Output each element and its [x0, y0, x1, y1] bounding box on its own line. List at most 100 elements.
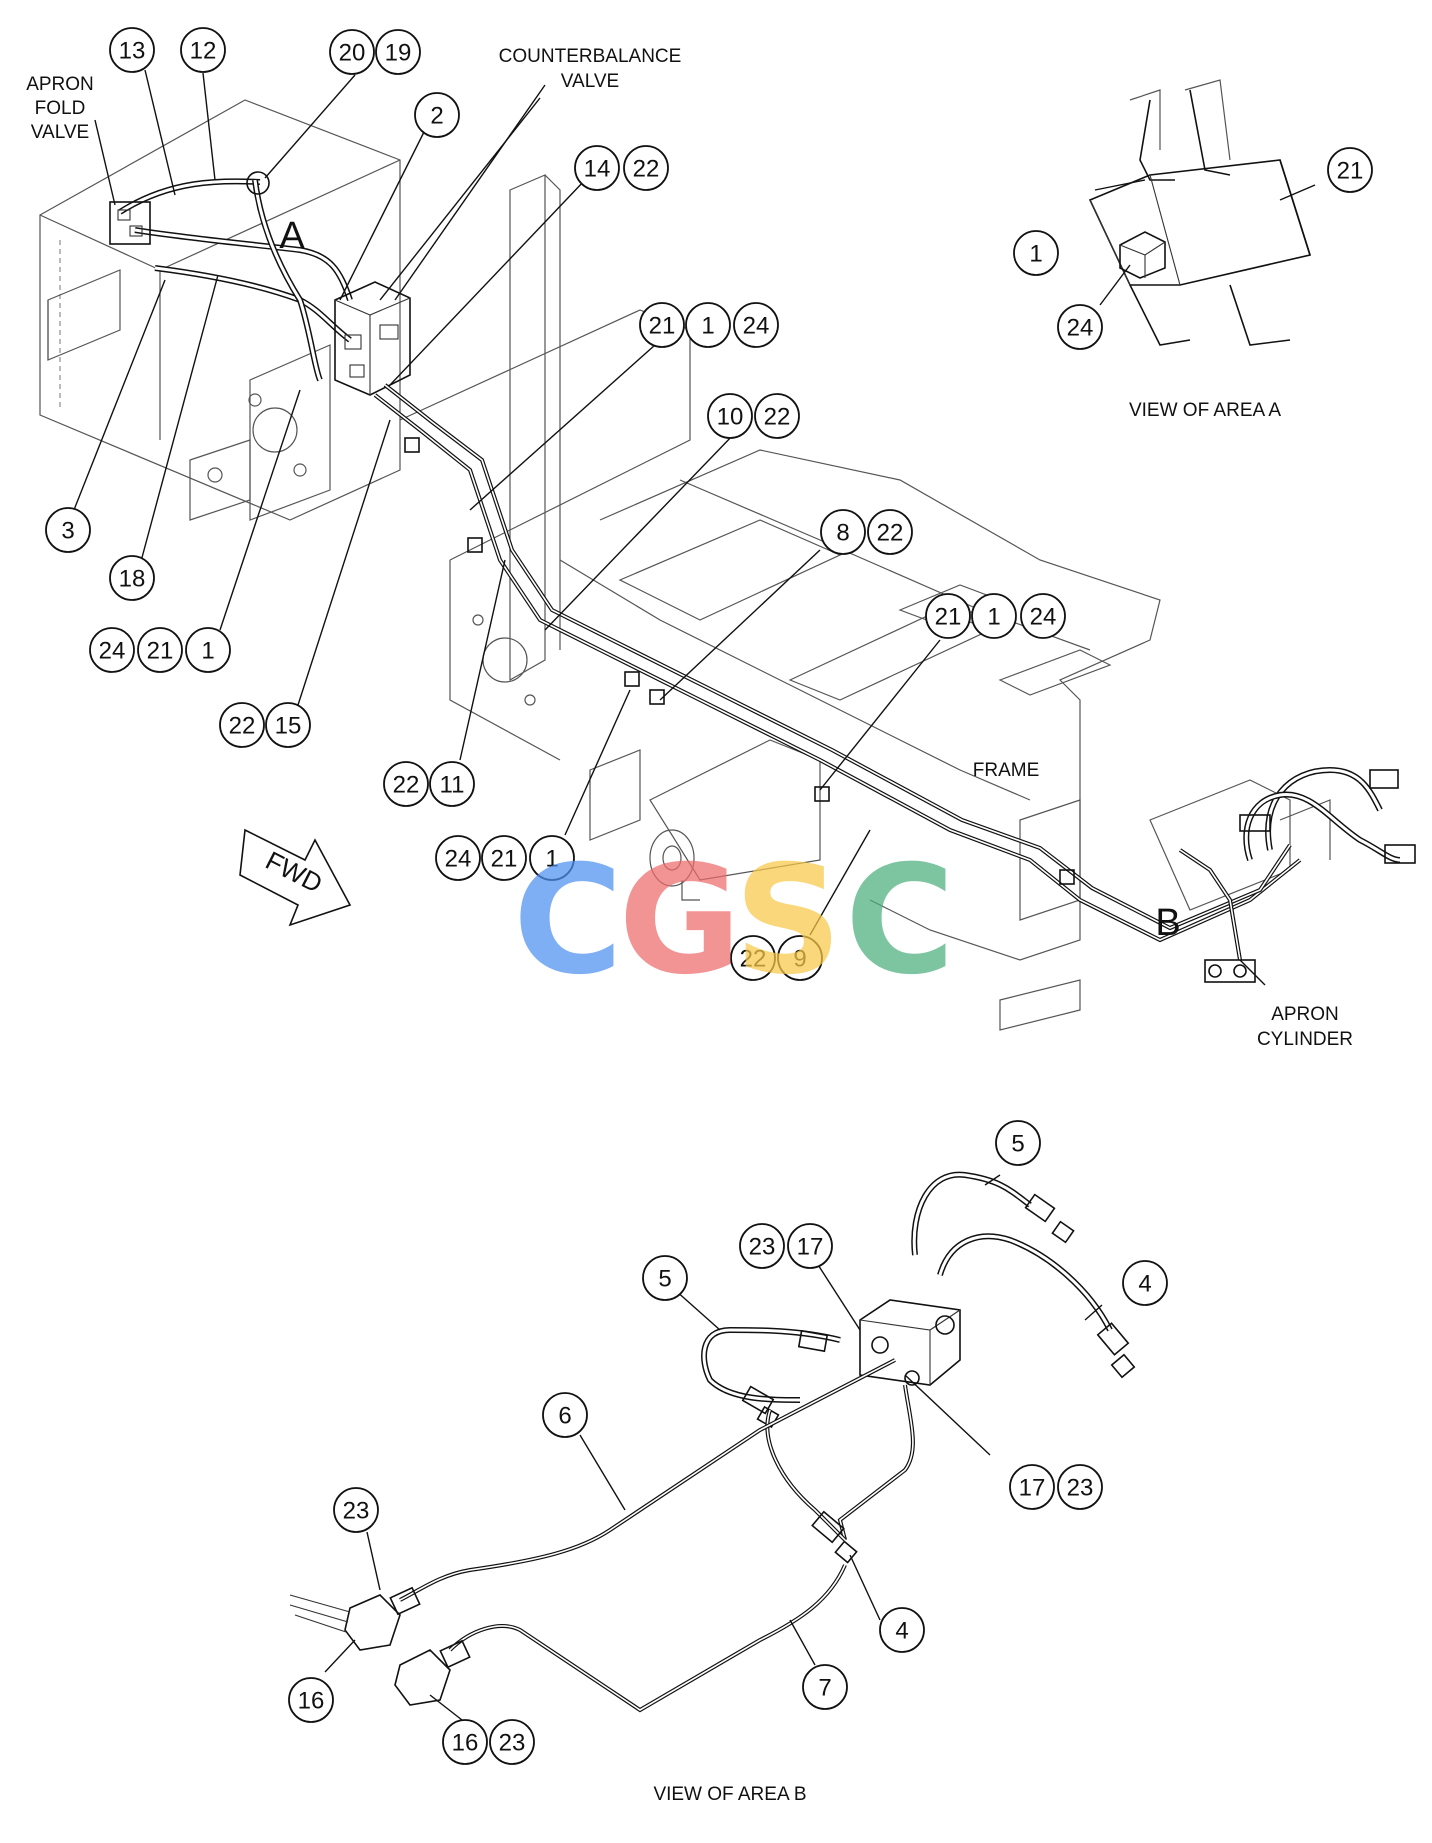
callout-number: 17	[797, 1234, 824, 1261]
callout-circle	[1009, 1464, 1055, 1510]
callout-22: 22	[219, 702, 265, 748]
callout-circle	[180, 27, 226, 73]
callout-circle	[787, 1223, 833, 1269]
callout-circle	[777, 935, 823, 981]
callout-number: 1	[1029, 241, 1042, 268]
callout-number: 22	[740, 946, 767, 973]
callout-circle	[739, 1223, 785, 1269]
callout-circle	[867, 509, 913, 555]
callout-number: 4	[1138, 1271, 1151, 1298]
callout-circle	[995, 1120, 1041, 1166]
callout-number: 21	[649, 313, 676, 340]
callout-circle	[1057, 1464, 1103, 1510]
callout-7: 7	[802, 1664, 848, 1710]
callout-24: 24	[1020, 593, 1066, 639]
callout-number: 21	[147, 638, 174, 665]
callout-13: 13	[109, 27, 155, 73]
callout-1: 1	[971, 593, 1017, 639]
callout-number: 4	[895, 1618, 908, 1645]
watermark-letter: S	[734, 834, 842, 1008]
counterbalance-valve-label-1: COUNTERBALANCE	[499, 46, 682, 67]
callout-23: 23	[1057, 1464, 1103, 1510]
callout-21: 21	[481, 835, 527, 881]
area-b-marker: B	[1155, 902, 1180, 944]
callout-circle	[333, 1487, 379, 1533]
callout-4: 4	[1122, 1260, 1168, 1306]
callout-19: 19	[375, 29, 421, 75]
callout-number: 22	[393, 772, 420, 799]
callout-number: 24	[1030, 604, 1057, 631]
apron-cylinder-label-1: APRON	[1271, 1004, 1339, 1025]
callout-number: 16	[298, 1688, 325, 1715]
callout-number: 24	[445, 846, 472, 873]
callout-number: 8	[836, 520, 849, 547]
area-a-marker: A	[279, 215, 305, 257]
callout-number: 2	[430, 103, 443, 130]
callout-9: 9	[777, 935, 823, 981]
callout-number: 1	[545, 846, 558, 873]
callout-23: 23	[333, 1487, 379, 1533]
callout-number: 22	[229, 713, 256, 740]
callout-number: 22	[877, 520, 904, 547]
callout-circle	[1020, 593, 1066, 639]
callout-number: 23	[343, 1498, 370, 1525]
forward-arrow: FWD	[239, 828, 352, 927]
callout-3: 3	[45, 507, 91, 553]
apron-cylinder-label-2: CYLINDER	[1257, 1029, 1353, 1050]
callout-20: 20	[329, 29, 375, 75]
callout-21: 21	[1327, 147, 1373, 193]
callout-number: 11	[440, 772, 465, 799]
callout-circle	[1122, 1260, 1168, 1306]
callout-23: 23	[739, 1223, 785, 1269]
callout-circle	[730, 935, 776, 981]
callout-number: 23	[749, 1234, 776, 1261]
callout-1: 1	[685, 302, 731, 348]
callout-5: 5	[995, 1120, 1041, 1166]
callout-number: 23	[1067, 1475, 1094, 1502]
callout-circle	[435, 835, 481, 881]
callout-number: 24	[743, 313, 770, 340]
callout-circle	[383, 761, 429, 807]
counterbalance-valve-label-2: VALVE	[561, 71, 619, 92]
callout-number: 17	[1019, 1475, 1046, 1502]
callout-12: 12	[180, 27, 226, 73]
callout-circle	[109, 27, 155, 73]
callout-circle	[802, 1664, 848, 1710]
callout-22: 22	[623, 145, 669, 191]
callout-circle	[109, 555, 155, 601]
callout-1: 1	[185, 627, 231, 673]
callout-circle	[1327, 147, 1373, 193]
watermark-letter: C	[513, 834, 623, 1008]
hydraulic-lines	[109, 171, 1416, 983]
callout-6: 6	[542, 1392, 588, 1438]
callout-circle	[879, 1607, 925, 1653]
callout-circle	[89, 627, 135, 673]
callout-number: 21	[1337, 158, 1364, 185]
callout-circle	[429, 761, 475, 807]
machine-frame	[39, 99, 1331, 1031]
callout-22: 22	[730, 935, 776, 981]
apron-fold-valve-label-1: APRON	[26, 74, 94, 95]
callout-circle	[414, 92, 460, 138]
callout-number: 22	[764, 404, 791, 431]
callout-11: 11	[429, 761, 475, 807]
callout-1: 1	[529, 835, 575, 881]
callout-circle	[707, 393, 753, 439]
callout-number: 5	[658, 1266, 671, 1293]
callout-circle	[642, 1255, 688, 1301]
callout-1: 1	[1013, 230, 1059, 276]
callout-number: 20	[339, 40, 366, 67]
text-labels: APRON FOLD VALVE COUNTERBALANCE VALVE FR…	[26, 46, 1353, 1805]
callout-number: 21	[935, 604, 962, 631]
callout-number: 24	[1067, 315, 1094, 342]
callout-16: 16	[288, 1677, 334, 1723]
callout-number: 22	[633, 156, 660, 183]
callout-14: 14	[574, 145, 620, 191]
callout-number: 5	[1011, 1131, 1024, 1158]
detail-area-b	[289, 1171, 1136, 1713]
callout-2: 2	[414, 92, 460, 138]
leader-lines	[67, 69, 1316, 1721]
